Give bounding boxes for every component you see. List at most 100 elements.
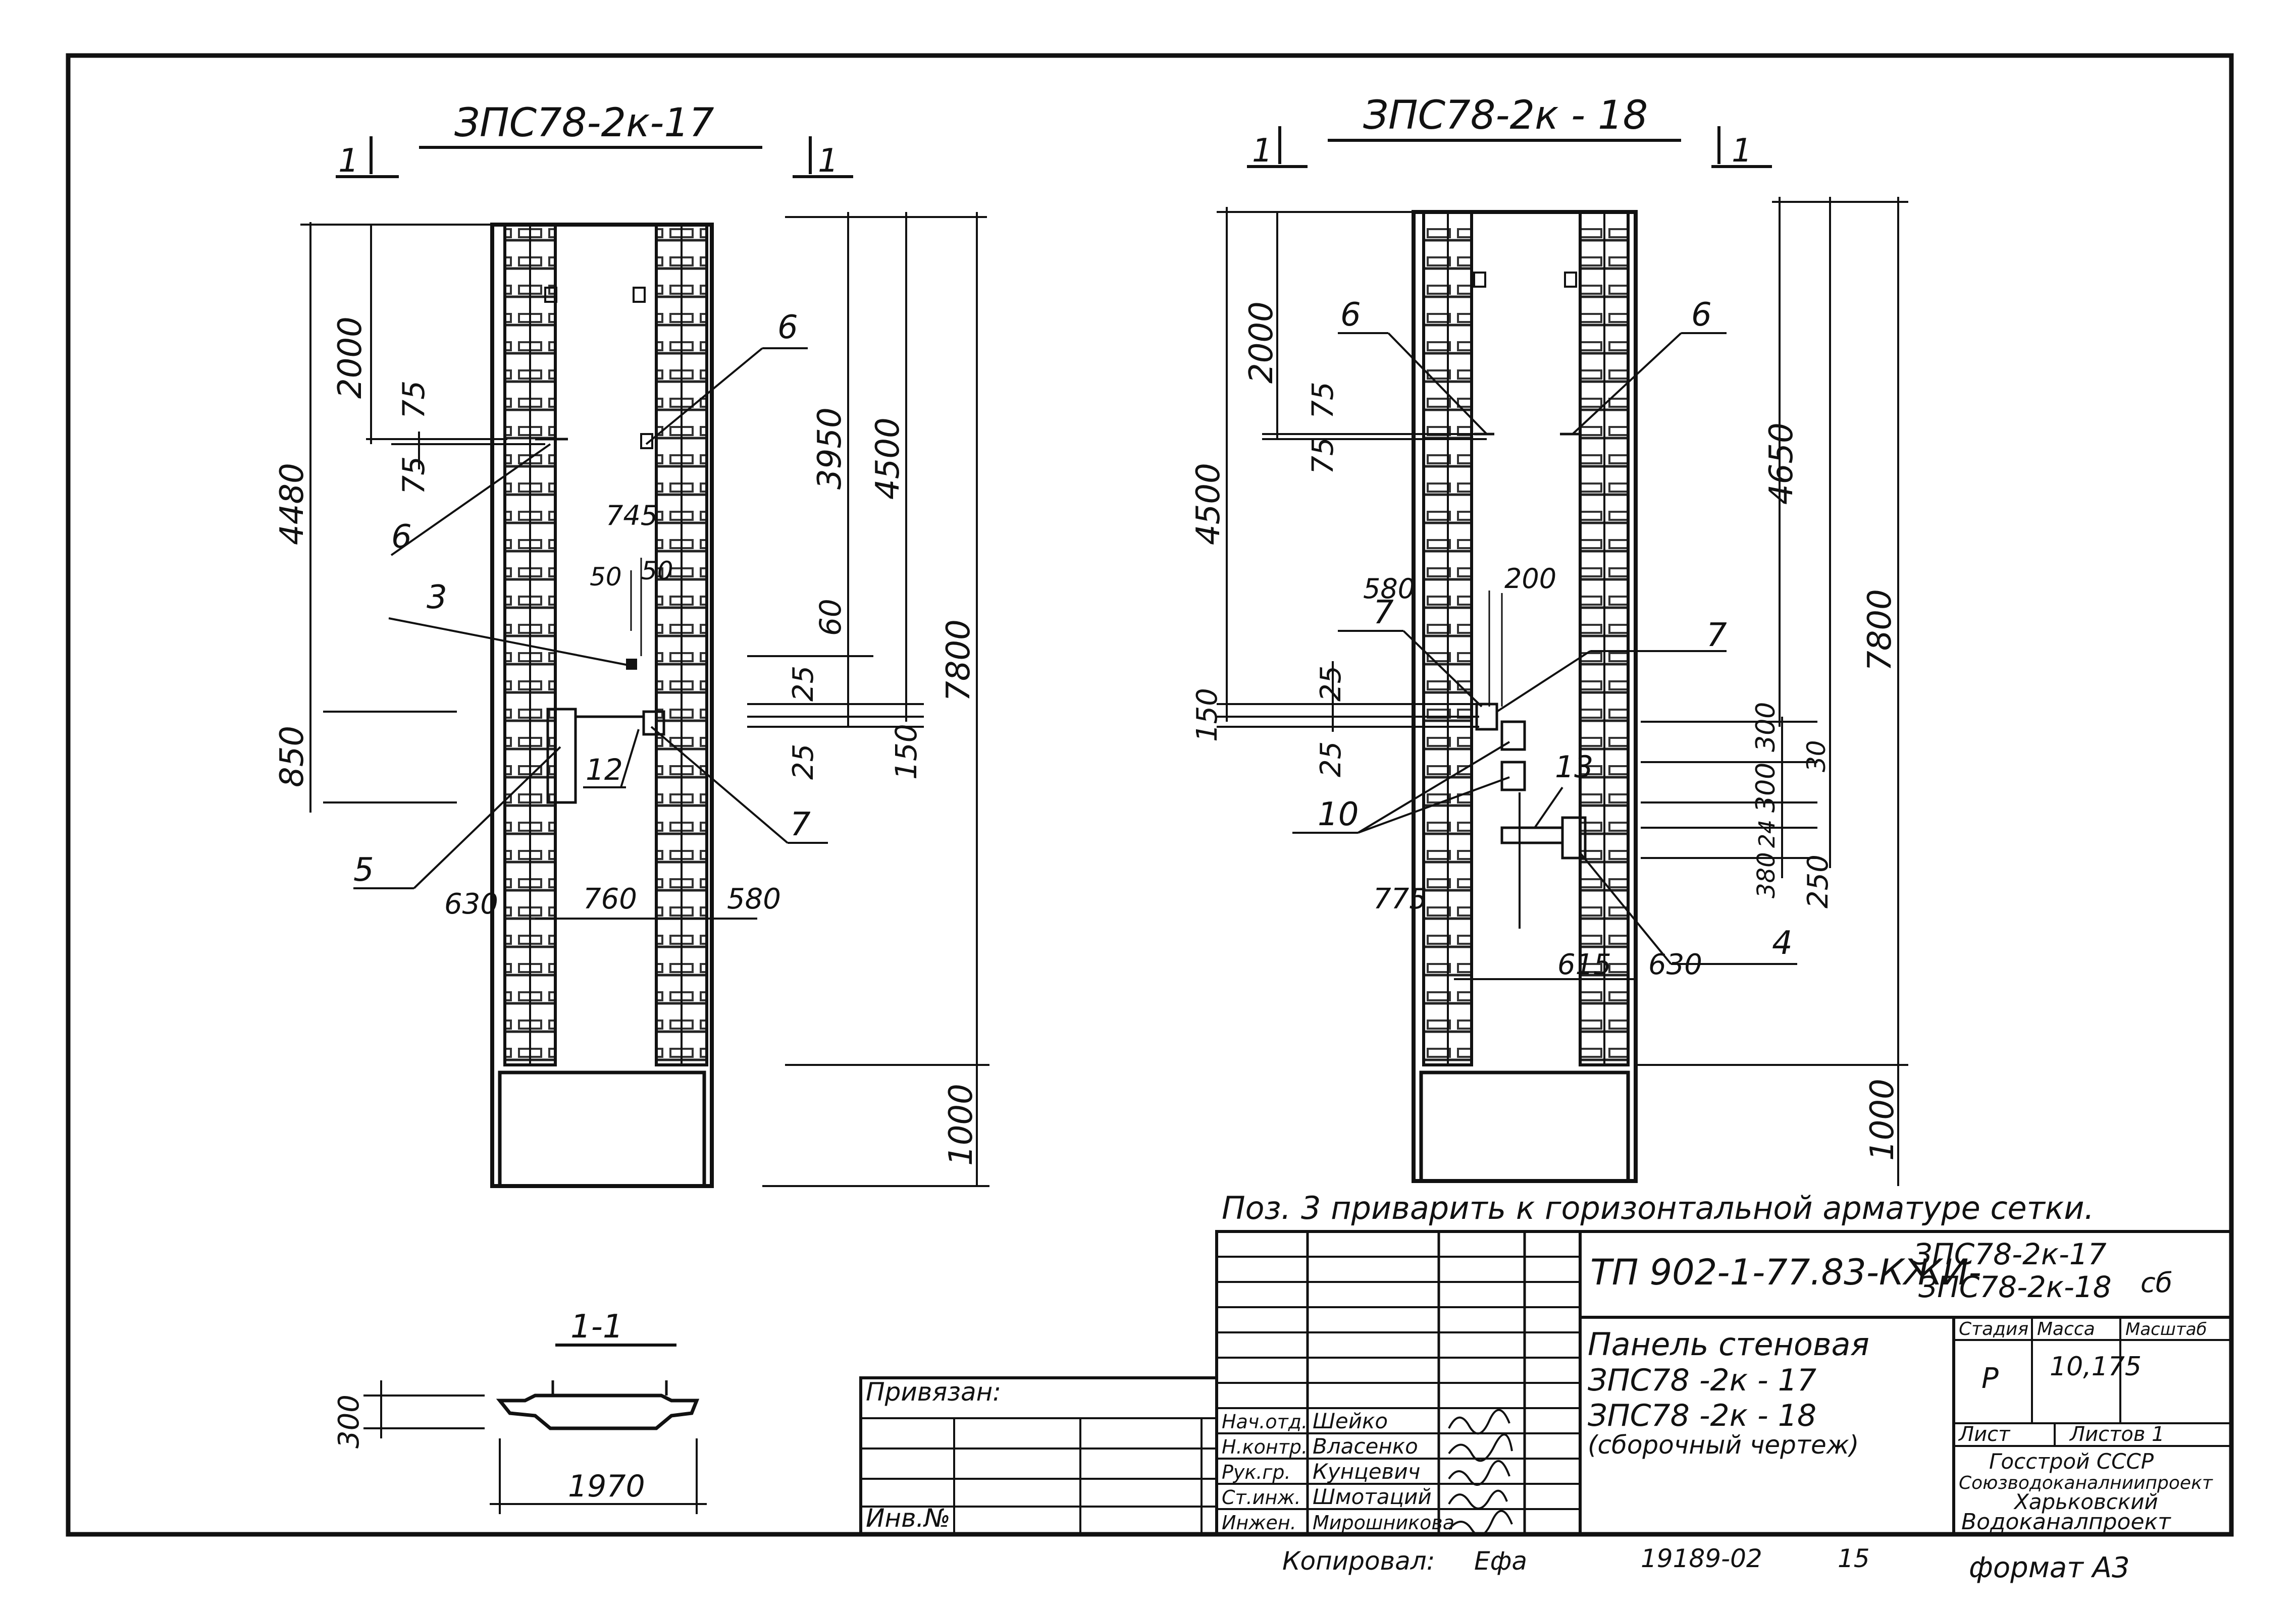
staff-role: Ст.инж. [1222,1486,1301,1509]
section-dim-300: 300 [333,1395,366,1449]
right-dim-775: 775 [1373,883,1427,916]
right-dim-7800: 7800 [1861,589,1899,671]
staff-role: Н.контр. [1222,1436,1308,1458]
right-callout-4: 4 [1772,925,1793,962]
signature-mark [1448,1489,1508,1510]
left-dim-75b: 75 [396,456,432,495]
right-callout-6-right: 6 [1691,296,1712,334]
left-section-mark-a: 1 [338,142,359,180]
right-dim-1000: 1000 [1864,1079,1901,1161]
right-callout-7-left: 7 [1373,594,1394,631]
staff-name: Мирошникова [1313,1512,1454,1534]
product-name-line-4: (сборочный чертеж) [1588,1430,1859,1460]
title-block: Привязан: Инв.№ Нач.отд. Шейко Н.контр. … [859,1230,2233,1536]
right-dim-2000: 2000 [1243,301,1280,384]
left-callout-6-top: 6 [777,309,798,346]
right-callout-7-right: 7 [1706,617,1727,654]
right-dim-580: 580 [1363,573,1415,605]
archive-number: 19189-02 [1641,1544,1762,1573]
right-callout-13: 13 [1555,749,1593,785]
left-dim-4480: 4480 [274,463,311,545]
signature-mark [1448,1510,1513,1536]
left-dim-25a: 25 [787,666,820,702]
left-dim-1000: 1000 [943,1084,980,1166]
organization-line-1: Госстрой СССР [1989,1449,2154,1474]
right-embedded-part-13 [1500,826,1564,844]
privyazan-label: Привязан: [866,1377,1001,1407]
right-dim-75b: 75 [1306,437,1340,474]
weld-note: Поз. 3 приварить к горизонтальной армату… [1222,1190,2094,1226]
right-view: ЗПС78-2к - 18 1 1 [1190,93,1908,1186]
right-dim-615: 615 [1557,948,1611,981]
organization-line-4: Водоканалпроект [1961,1509,2171,1535]
left-view-title: ЗПС78-2к-17 [454,100,714,146]
left-callout-5: 5 [353,851,374,889]
document-code-tail-1: ЗПС78-2к-17 [1913,1237,2107,1271]
sheet-frame [66,53,2234,1537]
right-dim-30: 30 [1802,740,1831,772]
right-dim-150: 150 [1191,688,1224,742]
right-dim-200: 200 [1504,563,1556,595]
sheets-label: Листов 1 [2069,1423,2165,1446]
left-dim-850: 850 [274,726,311,787]
left-callout-6-side: 6 [391,518,412,556]
left-dim-7800: 7800 [940,619,977,702]
sheet-label: Лист [1958,1423,2011,1446]
left-dim-745: 745 [606,500,658,531]
format-label: формат А3 [1969,1551,2130,1584]
right-dim-25a: 25 [1315,666,1347,702]
scale-header: Масштаб [2125,1319,2207,1339]
left-dim-2000: 2000 [332,316,369,399]
copied-label: Копировал: [1282,1546,1435,1576]
left-callout-3: 3 [427,579,447,616]
right-section-mark-a: 1 [1252,132,1273,170]
right-callout-10: 10 [1318,796,1359,833]
section-1-1: 1-1 300 1970 [333,1308,707,1514]
right-dim-4500: 4500 [1190,463,1227,545]
staff-name: Кунцевич [1313,1459,1420,1484]
left-dim-580: 580 [727,883,781,916]
left-dim-760: 760 [583,883,637,916]
left-section-mark-b: 1 [818,142,839,180]
section-profile [496,1393,700,1430]
staff-name: Шейко [1313,1409,1388,1433]
staff-role: Нач.отд. [1222,1411,1308,1433]
section-label: 1-1 [570,1308,623,1346]
left-dim-630: 630 [444,888,498,921]
left-dim-4500: 4500 [869,417,907,500]
left-dim-150: 150 [889,724,923,780]
document-code-tail-2: ЗПС78-2к-18 [1918,1270,2112,1304]
product-name-line-2: ЗПС78 -2к - 17 [1588,1363,1816,1398]
left-dim-75a: 75 [396,381,432,419]
left-view: ЗПС78-2к-17 1 1 [274,100,989,1188]
right-dim-300b: 300 [1751,763,1781,813]
left-anchor-3 [626,659,637,670]
right-embedded-part-7 [1475,703,1498,731]
right-embedded-part-10b [1500,761,1526,791]
right-callout-6-left: 6 [1340,296,1361,334]
product-name-line-1: Панель стеновая [1588,1326,1869,1363]
left-callout-7: 7 [790,806,811,843]
left-dim-60: 60 [813,599,848,636]
right-dim-25b: 25 [1315,741,1347,777]
document-code: ТП 902-1-77.83-КЖИ- [1590,1252,1981,1293]
footer: Копировал: Ефа 19189-02 15 формат А3 [1282,1544,2130,1584]
mass-header: Масса [2037,1319,2095,1339]
left-callout-12: 12 [586,753,623,787]
right-dim-380: 380 [1752,852,1781,898]
right-dim-250: 250 [1802,854,1835,908]
mass-value: 10,175 [2050,1352,2142,1382]
product-name-line-3: ЗПС78 -2к - 18 [1588,1398,1816,1433]
right-embedded-part-4 [1561,816,1587,860]
staff-role: Рук.гр. [1222,1461,1291,1483]
document-code-suffix: сб [2141,1267,2172,1299]
right-dim-300a: 300 [1751,702,1781,752]
left-dim-50a: 50 [590,562,622,592]
staff-name: Шмотаций [1313,1484,1432,1509]
left-dim-3950: 3950 [811,407,849,490]
inv-label: Инв.№ [866,1504,950,1533]
stage-value: Р [1981,1362,1999,1395]
staff-name: Власенко [1313,1434,1418,1459]
left-embedded-part-7 [642,710,665,736]
